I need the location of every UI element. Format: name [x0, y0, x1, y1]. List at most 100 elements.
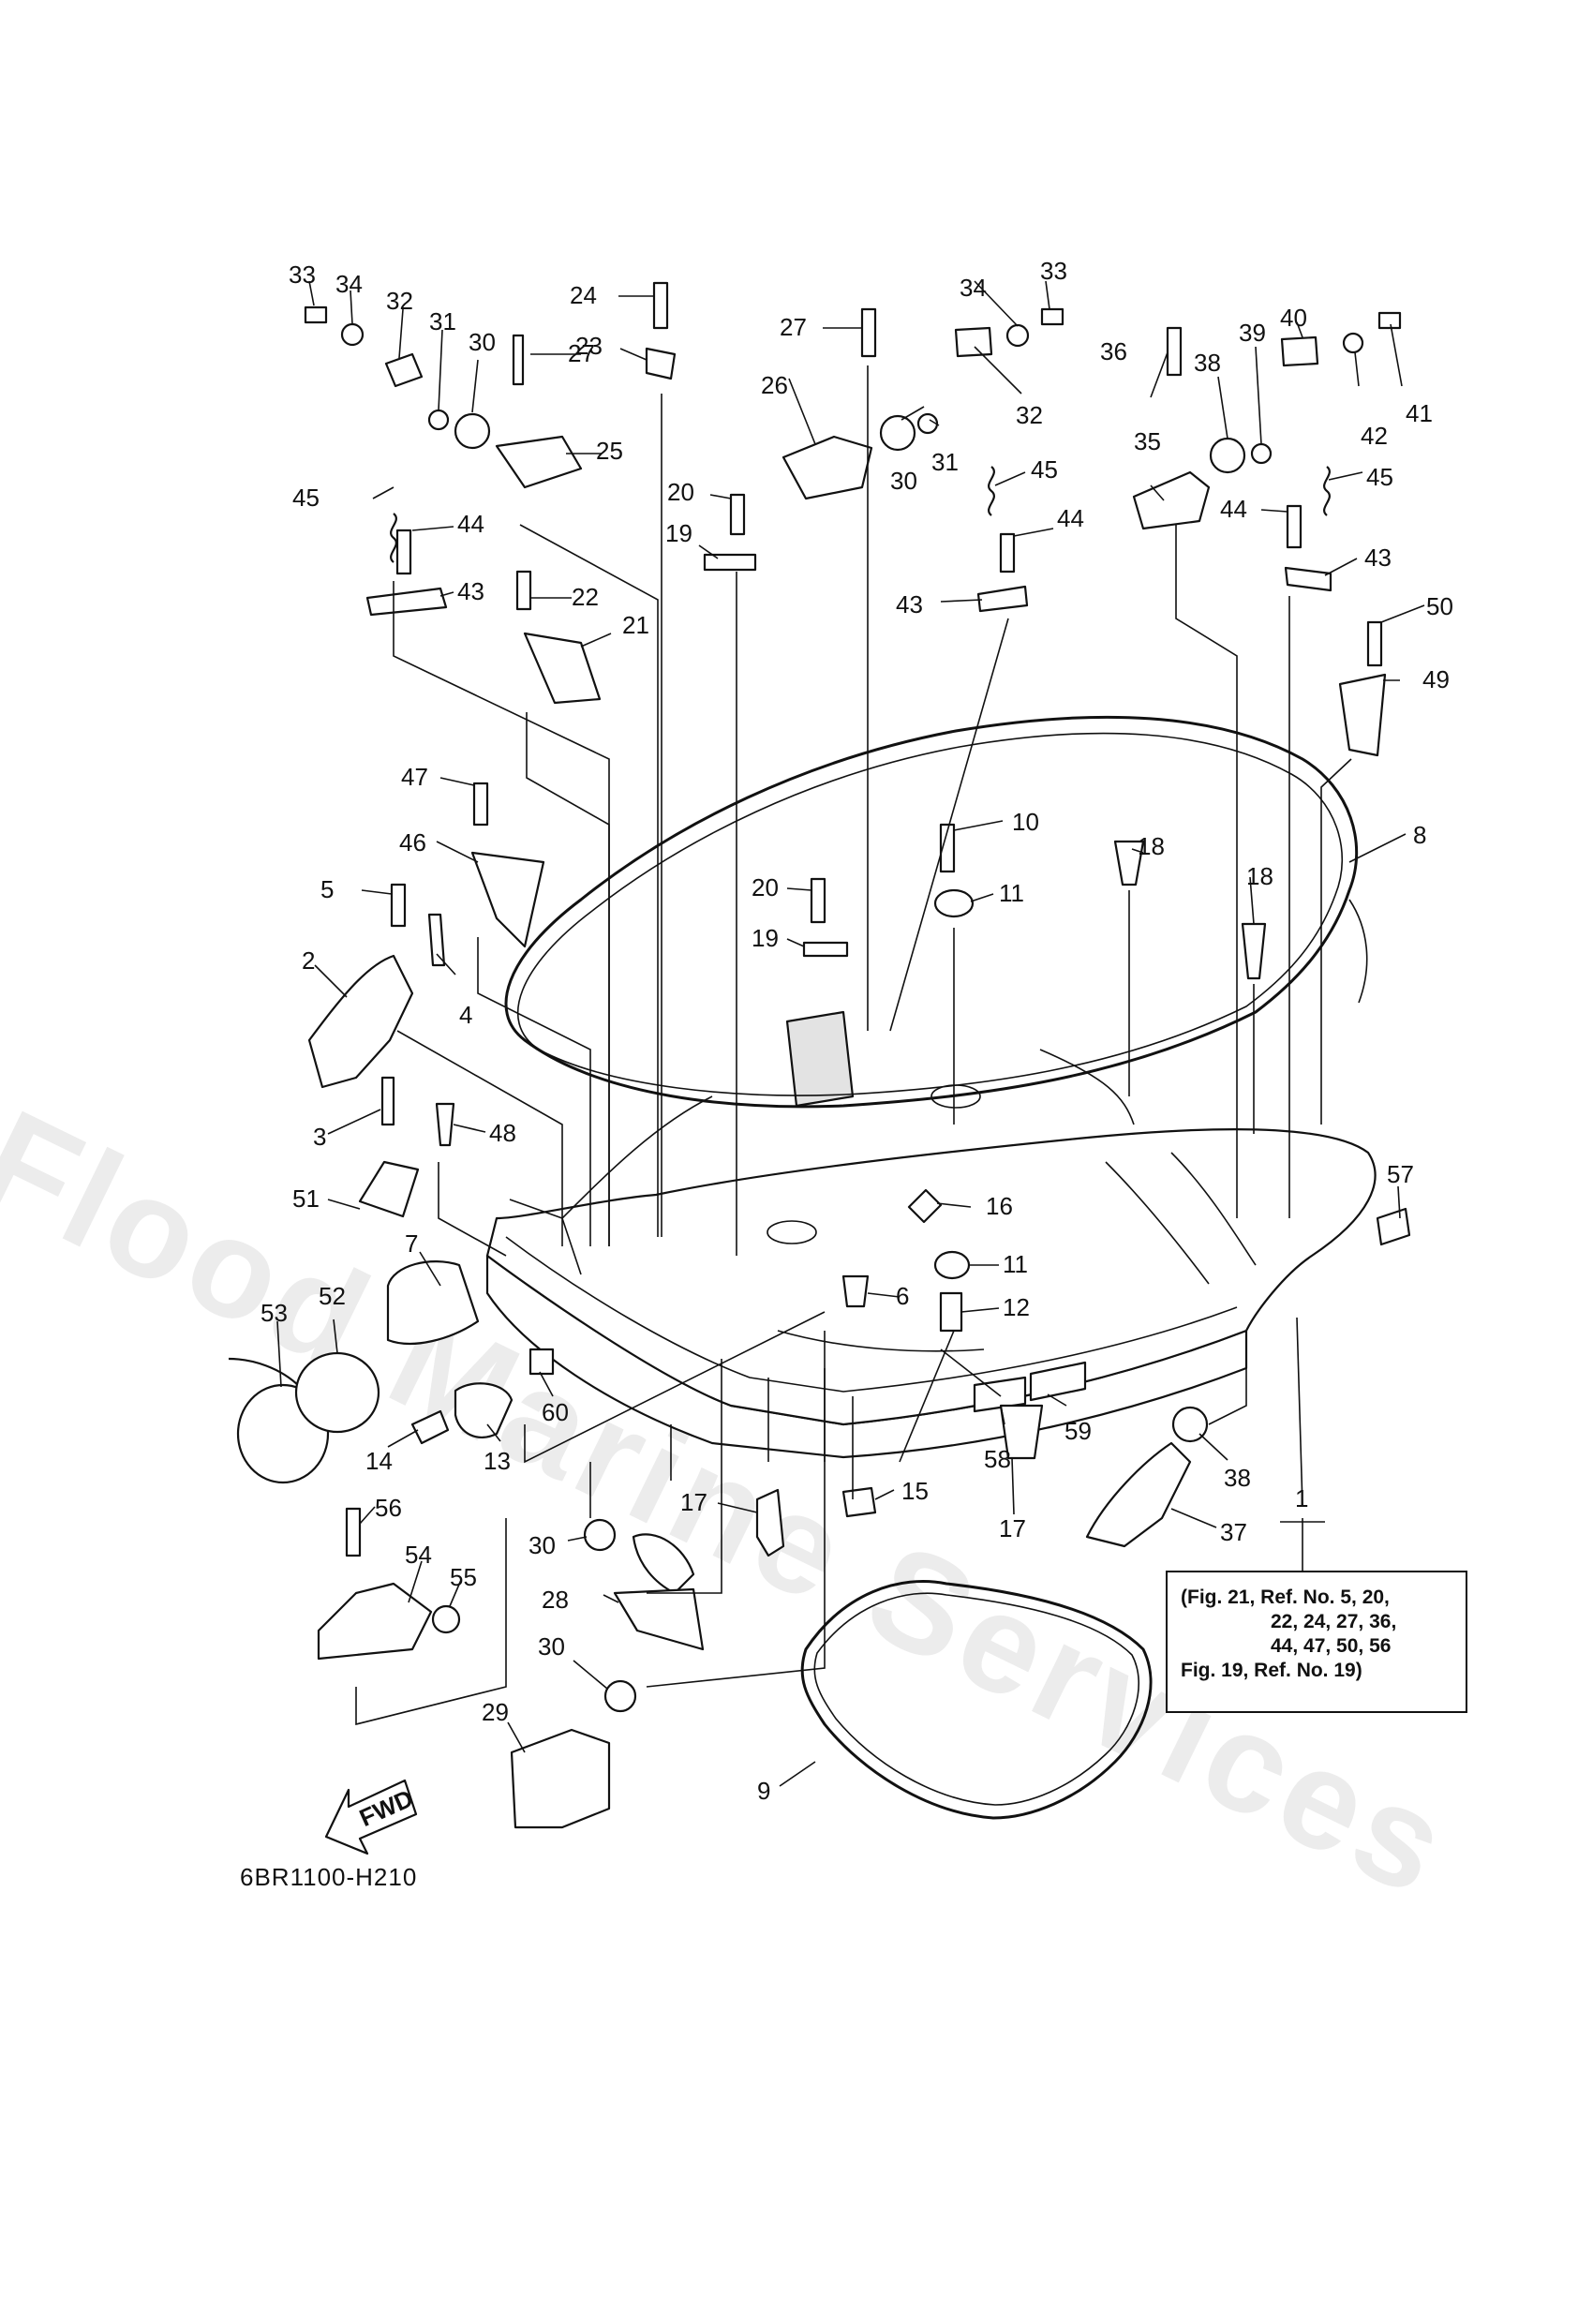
reference-note-box: (Fig. 21, Ref. No. 5, 20, 22, 24, 27, 36…: [1166, 1571, 1467, 1713]
callout-43: 43: [1364, 544, 1392, 572]
holder-26: [782, 435, 873, 500]
callout-52: 52: [319, 1282, 346, 1310]
grommet-11a: [933, 888, 975, 918]
callout-23: 23: [575, 332, 603, 360]
callout-43: 43: [896, 590, 923, 618]
callout-34: 34: [960, 274, 987, 302]
callout-11: 11: [999, 879, 1024, 907]
callout-19: 19: [752, 924, 779, 952]
callout-39: 39: [1239, 319, 1266, 347]
bracket-54: [317, 1582, 433, 1661]
callout-59: 59: [1064, 1417, 1092, 1445]
plate-19b: [802, 941, 849, 958]
grommet-11b: [933, 1250, 971, 1280]
bolt-41: [1377, 311, 1402, 330]
spring-45a: [390, 513, 397, 563]
band-53: [228, 1357, 301, 1388]
washer-42: [1342, 332, 1364, 354]
fitting-13: [454, 1382, 514, 1438]
callout-54: 54: [405, 1541, 432, 1569]
callout-53: 53: [261, 1299, 288, 1327]
callout-37: 37: [1220, 1518, 1247, 1546]
callout-36: 36: [1100, 337, 1127, 365]
callout-60: 60: [542, 1398, 569, 1426]
grommet-9: [800, 1580, 1153, 1820]
plate-43a: [365, 587, 448, 617]
lever-37: [1085, 1441, 1192, 1548]
callout-58: 58: [984, 1445, 1011, 1473]
callout-28: 28: [542, 1586, 569, 1614]
bolt-22: [515, 570, 532, 611]
bolt-5: [390, 883, 407, 928]
bracket-32b: [954, 326, 993, 358]
reference-note-line: 44, 47, 50, 56: [1271, 1635, 1392, 1657]
callout-27: 27: [568, 339, 595, 367]
callout-2: 2: [302, 946, 315, 975]
bolt-44b: [999, 532, 1016, 574]
clamp-23: [645, 347, 677, 380]
clip-31b: [916, 412, 939, 435]
collar-12: [939, 1291, 963, 1333]
bolt-33a: [304, 305, 328, 324]
bracket-32a: [384, 352, 424, 388]
seal-60: [528, 1348, 555, 1376]
callout-15: 15: [901, 1477, 929, 1505]
bolt-24: [652, 281, 669, 330]
callout-46: 46: [399, 828, 426, 857]
bushing-30c: [583, 1518, 617, 1552]
callout-20: 20: [667, 478, 694, 506]
bolt-20a: [729, 493, 746, 536]
ring-52: [294, 1351, 380, 1434]
clip-4: [427, 913, 446, 967]
callout-26: 26: [761, 371, 788, 399]
holder-35: [1132, 470, 1211, 530]
bracket-49: [1338, 673, 1387, 757]
callout-27: 27: [780, 313, 807, 341]
washer-34a: [340, 322, 365, 347]
callout-56: 56: [375, 1494, 402, 1522]
rubber-seal-8: [504, 715, 1368, 1109]
cover-28: [613, 1587, 705, 1651]
callout-25: 25: [596, 437, 623, 465]
callout-8: 8: [1413, 821, 1426, 849]
callout-45: 45: [1366, 463, 1393, 491]
callout-33: 33: [1040, 257, 1067, 285]
callout-9: 9: [757, 1777, 770, 1805]
bracket-46: [470, 851, 545, 948]
bolt-50: [1366, 620, 1383, 667]
callout-12: 12: [1003, 1293, 1030, 1321]
bushing-30a: [454, 412, 491, 450]
bolt-33b: [1040, 307, 1064, 326]
reference-note-line: 22, 24, 27, 36,: [1271, 1611, 1397, 1632]
grommet-15: [841, 1486, 877, 1518]
callout-33: 33: [289, 261, 316, 289]
callout-6: 6: [896, 1282, 909, 1310]
adapter-7: [386, 1260, 480, 1346]
lever-2: [307, 954, 414, 1089]
bolt-36: [1166, 326, 1183, 377]
washer-34b: [1005, 323, 1030, 348]
callout-4: 4: [459, 1001, 472, 1029]
callout-18: 18: [1138, 832, 1165, 860]
callout-49: 49: [1422, 665, 1450, 693]
link-28a: [632, 1533, 695, 1595]
spring-45c: [1323, 466, 1331, 516]
clip-51: [358, 1160, 420, 1218]
bracket-21: [523, 632, 602, 705]
grommet-16: [907, 1188, 943, 1224]
callout-21: 21: [622, 611, 649, 639]
callout-24: 24: [570, 281, 597, 309]
callout-29: 29: [482, 1698, 509, 1726]
spring-45b: [988, 466, 995, 516]
callout-45: 45: [292, 484, 320, 512]
plug-6: [841, 1274, 870, 1308]
bolt-47: [472, 782, 489, 827]
callout-7: 7: [405, 1229, 418, 1258]
label-57: [1376, 1207, 1411, 1246]
bolt-20b: [810, 877, 826, 924]
bolt-44a: [395, 529, 412, 575]
callout-11: 11: [1003, 1250, 1028, 1278]
damper-18a: [1113, 840, 1145, 886]
